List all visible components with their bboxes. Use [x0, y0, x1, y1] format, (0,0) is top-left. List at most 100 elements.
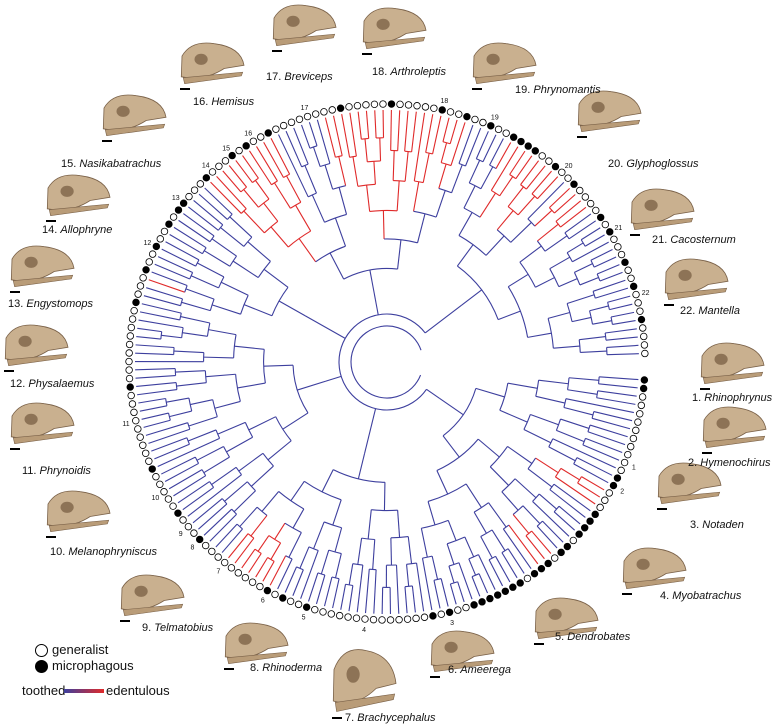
tip-number-5: 5 [302, 615, 306, 622]
branch [458, 562, 473, 600]
branch [390, 110, 392, 151]
branch [169, 410, 192, 418]
branch [214, 400, 241, 409]
branch [411, 585, 416, 613]
branch [263, 268, 289, 288]
microphagous-tip [493, 591, 502, 599]
generalist-tip [241, 573, 250, 582]
scale-bar [534, 643, 544, 645]
skull-image-8 [224, 622, 289, 670]
branch [595, 287, 629, 299]
skull-jaw [702, 371, 764, 385]
generalist-tip [136, 282, 145, 290]
scale-bar [10, 448, 20, 450]
branch [507, 445, 533, 464]
branch [509, 150, 526, 175]
microphagous-tip [242, 142, 250, 150]
branch [475, 387, 505, 398]
microphagous-tip [445, 608, 454, 616]
branch [262, 561, 275, 582]
branch [168, 469, 203, 490]
branch [203, 356, 234, 359]
microphagous-tip [152, 242, 161, 251]
branch [252, 177, 259, 184]
microphagous-tip [279, 594, 287, 602]
branch [372, 539, 376, 570]
generalist-tip [454, 606, 462, 614]
branch [468, 554, 479, 560]
branch [527, 182, 565, 220]
generalist-tip [379, 100, 387, 108]
branch [352, 563, 363, 566]
branch [451, 164, 463, 193]
branch [535, 457, 559, 474]
skull-image-20 [577, 90, 642, 138]
branch [489, 164, 497, 170]
skull-orbit [644, 199, 658, 211]
branch [224, 481, 248, 502]
generalist-tip [617, 250, 626, 259]
branch [553, 505, 560, 513]
microphagous-tip [609, 481, 618, 490]
generalist-tip [169, 502, 177, 510]
branch [442, 117, 450, 142]
skull-image-22 [664, 258, 729, 306]
branch [593, 410, 633, 422]
branch [531, 170, 552, 195]
tip-number-11: 11 [122, 421, 129, 428]
scale-bar [46, 536, 56, 538]
generalist-tip [201, 541, 210, 550]
branch [549, 489, 586, 518]
branch [364, 408, 377, 454]
branch [605, 328, 637, 334]
branch [257, 535, 270, 552]
branch [542, 520, 564, 543]
generalist-tip [404, 101, 413, 109]
branch [145, 422, 188, 436]
branch [263, 141, 284, 178]
generalist-tip [190, 186, 199, 194]
branch [240, 186, 247, 193]
microphagous-tip [336, 104, 345, 112]
taxon-label-3: 3. Notaden [690, 519, 744, 531]
generalist-tip [125, 357, 133, 366]
skull-orbit [444, 641, 458, 653]
generalist-tip [227, 564, 236, 572]
generalist-tip [160, 488, 168, 496]
skull-jaw [536, 626, 598, 640]
skull-orbit [18, 335, 32, 347]
scale-bar [702, 452, 712, 454]
branch [329, 252, 345, 280]
branch [175, 370, 206, 373]
branch [421, 558, 433, 611]
skull-orbit [714, 353, 728, 365]
branch [482, 134, 497, 163]
generalist-tip [214, 553, 222, 561]
microphagous-tip [606, 228, 614, 236]
tip-number-15: 15 [222, 146, 230, 153]
generalist-tip [636, 307, 644, 315]
branch [300, 124, 311, 149]
skull-jaw [104, 123, 166, 137]
generalist-tip [127, 391, 135, 400]
generalist-tip [395, 616, 403, 624]
branch [591, 417, 631, 430]
skull-image-3 [657, 462, 722, 510]
generalist-tip [462, 603, 470, 612]
generalist-tip [215, 162, 223, 170]
branch [141, 303, 182, 314]
branch [243, 189, 259, 208]
branch [535, 380, 540, 397]
branch [268, 535, 281, 544]
branch [479, 192, 496, 218]
branch [553, 345, 580, 349]
microphagous-tip [228, 151, 236, 160]
microphagous-tip [509, 583, 517, 591]
skull-jaw [659, 491, 721, 505]
branch [580, 350, 607, 353]
microphagous-marker [35, 660, 48, 673]
branch [352, 156, 359, 187]
microphagous-tip [470, 601, 478, 609]
branch [324, 164, 334, 190]
generalist-tip [128, 315, 137, 323]
